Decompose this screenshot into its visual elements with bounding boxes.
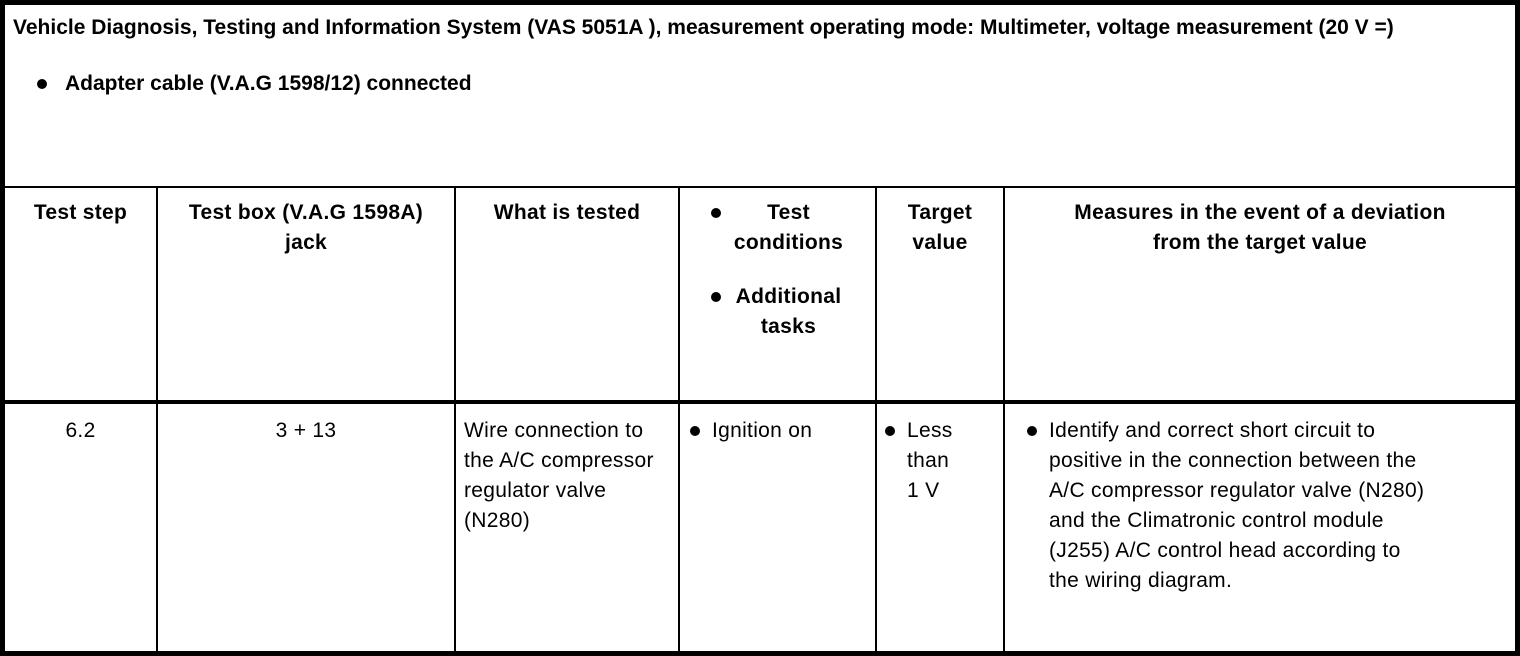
condition-bullet-item: Ignition on — [688, 416, 867, 446]
intro-bullet-item: Adapter cable (V.A.G 1598/12) connected — [37, 69, 1499, 99]
target-value: Less than 1 V — [907, 419, 953, 502]
target-bullet-item: Less than 1 V — [885, 416, 995, 506]
column-header-target-value: Target value — [877, 186, 1005, 400]
column-header-label: Test conditions — [733, 201, 844, 254]
cell-test-conditions: Ignition on — [680, 400, 877, 651]
column-header-measures: Measures in the event of a deviation fro… — [1005, 186, 1515, 400]
page-title: Vehicle Diagnosis, Testing and Informati… — [13, 16, 1394, 39]
bullet-icon — [885, 426, 895, 436]
bullet-icon — [710, 292, 721, 302]
column-header-test-step: Test step — [5, 186, 158, 400]
column-header-label: What is tested — [493, 201, 641, 224]
column-header-label: Test box (V.A.G 1598A) jack — [188, 201, 424, 254]
cell-target-value: Less than 1 V — [877, 400, 1005, 651]
header-bullet-item: Additional tasks — [688, 282, 867, 342]
column-header-test-box: Test box (V.A.G 1598A) jack — [158, 186, 456, 400]
condition-value: Ignition on — [712, 419, 813, 442]
cell-test-step: 6.2 — [5, 400, 158, 651]
test-step-value: 6.2 — [65, 419, 96, 442]
bullet-icon — [710, 208, 721, 218]
what-is-tested-value: Wire connection to the A/C compressor re… — [464, 419, 654, 532]
header-bullet-item: Test conditions — [688, 198, 867, 258]
bullet-icon — [37, 79, 47, 89]
bullet-icon — [1027, 426, 1037, 436]
column-header-label: Target value — [907, 201, 973, 254]
intro-bullet-label: Adapter cable (V.A.G 1598/12) connected — [65, 72, 472, 95]
column-header-what-is-tested: What is tested — [456, 186, 680, 400]
measures-value: Identify and correct short circuit to po… — [1049, 419, 1425, 592]
cell-measures: Identify and correct short circuit to po… — [1005, 400, 1515, 651]
cell-what-is-tested: Wire connection to the A/C compressor re… — [456, 400, 680, 651]
diagnosis-table: Test step Test box (V.A.G 1598A) jack Wh… — [5, 186, 1515, 651]
cell-test-box-jack: 3 + 13 — [158, 400, 456, 651]
measures-bullet-item: Identify and correct short circuit to po… — [1013, 416, 1507, 596]
bullet-icon — [690, 426, 700, 436]
test-box-value: 3 + 13 — [275, 419, 337, 442]
intro-section: Vehicle Diagnosis, Testing and Informati… — [5, 5, 1515, 186]
column-header-label: Measures in the event of a deviation fro… — [1074, 201, 1446, 254]
column-header-label: Test step — [33, 201, 128, 224]
column-header-label: Additional tasks — [735, 285, 842, 338]
column-header-test-conditions: Test conditions Additional tasks — [680, 186, 877, 400]
